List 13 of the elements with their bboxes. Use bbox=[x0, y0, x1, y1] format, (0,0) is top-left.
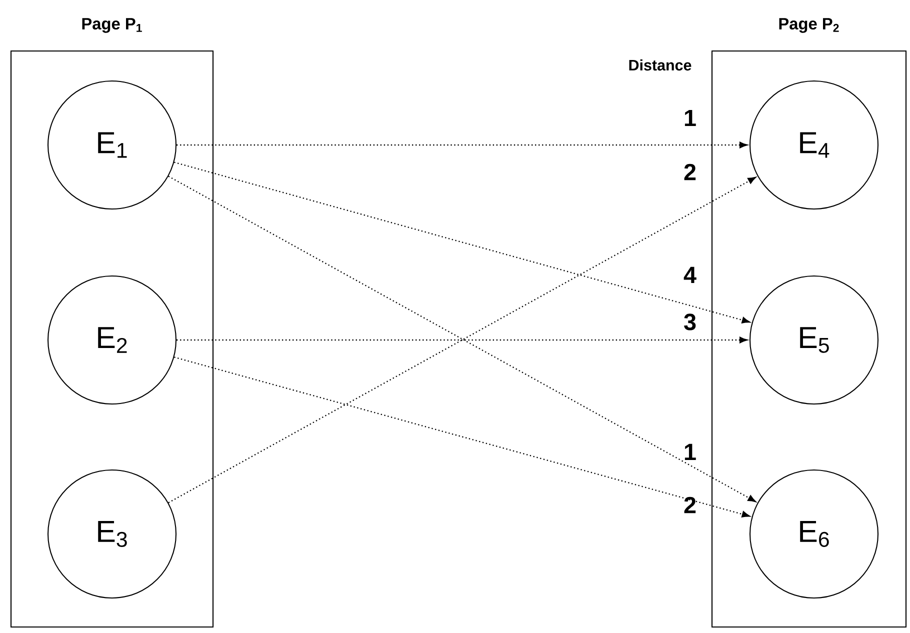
edge-label: 3 bbox=[684, 314, 696, 330]
dotted-arrow bbox=[176, 142, 748, 148]
dotted-arrow bbox=[174, 356, 750, 518]
dotted-arrow bbox=[174, 162, 750, 324]
page-heading: Page P$_{2}$ bbox=[779, 18, 839, 33]
page-heading: Page P$_{1}$ bbox=[82, 18, 142, 33]
edge-label: 1 bbox=[684, 110, 696, 126]
edge-label: 2 bbox=[684, 496, 696, 514]
edge-label: 1 bbox=[684, 444, 696, 460]
edge-label: 2 bbox=[684, 164, 696, 180]
edge-label: 4 bbox=[684, 266, 696, 284]
distance-label: Distance bbox=[629, 59, 692, 71]
dotted-arrow bbox=[176, 336, 748, 344]
